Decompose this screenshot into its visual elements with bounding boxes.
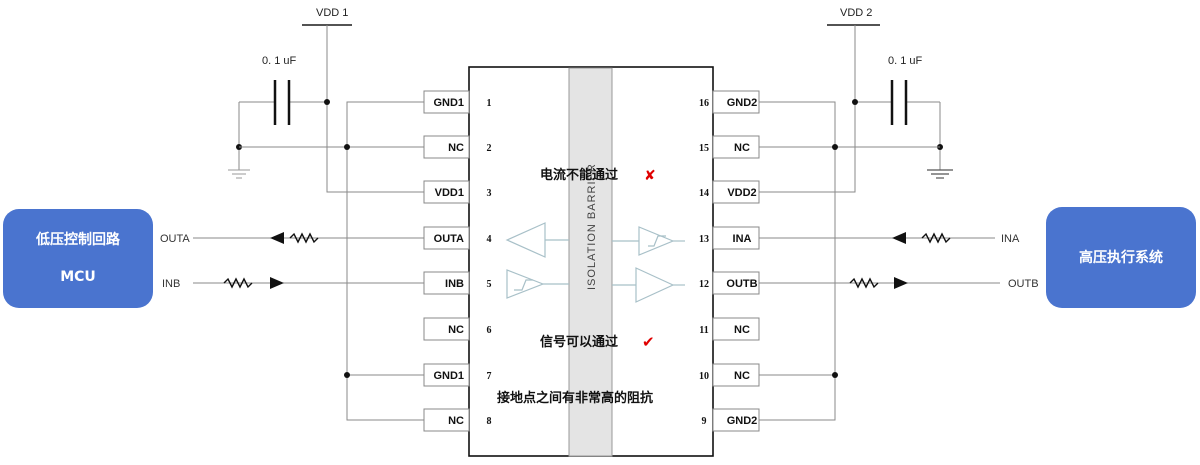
- left-decoupling-network: [228, 25, 424, 421]
- right-signal-lines: [759, 232, 1000, 289]
- right-pin-number: 10: [699, 371, 709, 382]
- left-pin-label: INB: [445, 278, 464, 290]
- right-pin-11: NC 11: [699, 317, 760, 341]
- left-pin-label: NC: [448, 324, 464, 336]
- right-pin-label: GND2: [727, 415, 758, 427]
- inb-signal-label: INB: [162, 278, 180, 290]
- left-pin-number: 7: [487, 371, 492, 382]
- right-pin-12: OUTB 12: [699, 271, 760, 295]
- current-blocked-note: 电流不能通过: [540, 167, 618, 183]
- left-pin-number: 6: [487, 325, 492, 336]
- left-pin-label: GND1: [433, 370, 464, 382]
- left-pin-label: NC: [448, 415, 464, 427]
- left-pin-label: NC: [448, 142, 464, 154]
- signal-passes-note: 信号可以通过: [540, 334, 618, 350]
- right-pin-number: 11: [699, 325, 708, 336]
- left-pin-number: 2: [487, 143, 492, 154]
- right-pin-9: GND2 9: [702, 408, 760, 432]
- left-pin-5: INB 5: [423, 271, 492, 295]
- right-pin-10: NC 10: [699, 363, 760, 387]
- low-voltage-mcu-box: [3, 209, 153, 308]
- right-pin-label: NC: [734, 324, 750, 336]
- high-impedance-note: 接地点之间有非常高的阻抗: [497, 390, 653, 406]
- left-pin-2: NC 2: [423, 135, 492, 159]
- left-pin-6: NC 6: [423, 317, 492, 341]
- right-pin-label: OUTB: [726, 278, 757, 290]
- right-pin-number: 15: [699, 143, 709, 154]
- left-pin-number: 8: [487, 416, 492, 427]
- high-voltage-label: 高压执行系统: [1079, 249, 1163, 266]
- vdd2-label: VDD 2: [840, 7, 872, 19]
- right-pin-label: VDD2: [727, 187, 756, 199]
- ina-signal-label: INA: [1001, 233, 1020, 245]
- right-pin-label: GND2: [727, 97, 758, 109]
- left-pin-number: 1: [487, 98, 492, 109]
- left-pin-label: GND1: [433, 97, 464, 109]
- low-voltage-label: 低压控制回路: [35, 231, 121, 248]
- high-voltage-system-box: [1046, 207, 1196, 308]
- left-pin-number: 4: [487, 234, 492, 245]
- outa-signal-label: OUTA: [160, 233, 190, 245]
- right-pin-label: NC: [734, 142, 750, 154]
- right-pin-label: INA: [733, 233, 752, 245]
- check-mark-icon: ✔: [642, 333, 655, 351]
- right-pin-number: 12: [699, 279, 709, 290]
- isolation-barrier-label: ISOLATION BARRIER: [586, 163, 598, 290]
- vdd1-label: VDD 1: [316, 7, 348, 19]
- right-pin-16: GND2 16: [699, 90, 760, 114]
- right-pin-13: INA 13: [699, 226, 760, 250]
- left-pin-4: OUTA 4: [423, 226, 492, 250]
- right-pin-number: 9: [702, 416, 707, 427]
- right-pin-number: 13: [699, 234, 709, 245]
- mcu-label: MCU: [60, 269, 96, 285]
- left-capacitor-label: 0. 1 uF: [262, 55, 297, 67]
- left-pin-number: 5: [487, 279, 492, 290]
- left-pin-3: VDD1 3: [423, 180, 492, 204]
- right-decoupling-network: [759, 25, 953, 421]
- cross-mark-icon: ✘: [644, 168, 656, 184]
- right-pin-label: NC: [734, 370, 750, 382]
- outb-signal-label: OUTB: [1008, 278, 1039, 290]
- right-pin-number: 16: [699, 98, 709, 109]
- left-pin-label: VDD1: [435, 187, 464, 199]
- right-pin-14: VDD2 14: [699, 180, 760, 204]
- buffer-symbols: [505, 222, 685, 303]
- left-pin-number: 3: [487, 188, 492, 199]
- left-pin-1: GND1 1: [423, 90, 492, 114]
- left-pin-7: GND1 7: [423, 363, 492, 387]
- left-pin-8: NC 8: [423, 408, 492, 432]
- right-pin-15: NC 15: [699, 135, 760, 159]
- isolation-barrier: [568, 67, 613, 457]
- left-pin-label: OUTA: [434, 233, 464, 245]
- right-capacitor-label: 0. 1 uF: [888, 55, 923, 67]
- left-signal-lines: [193, 232, 424, 289]
- right-pin-number: 14: [699, 188, 709, 199]
